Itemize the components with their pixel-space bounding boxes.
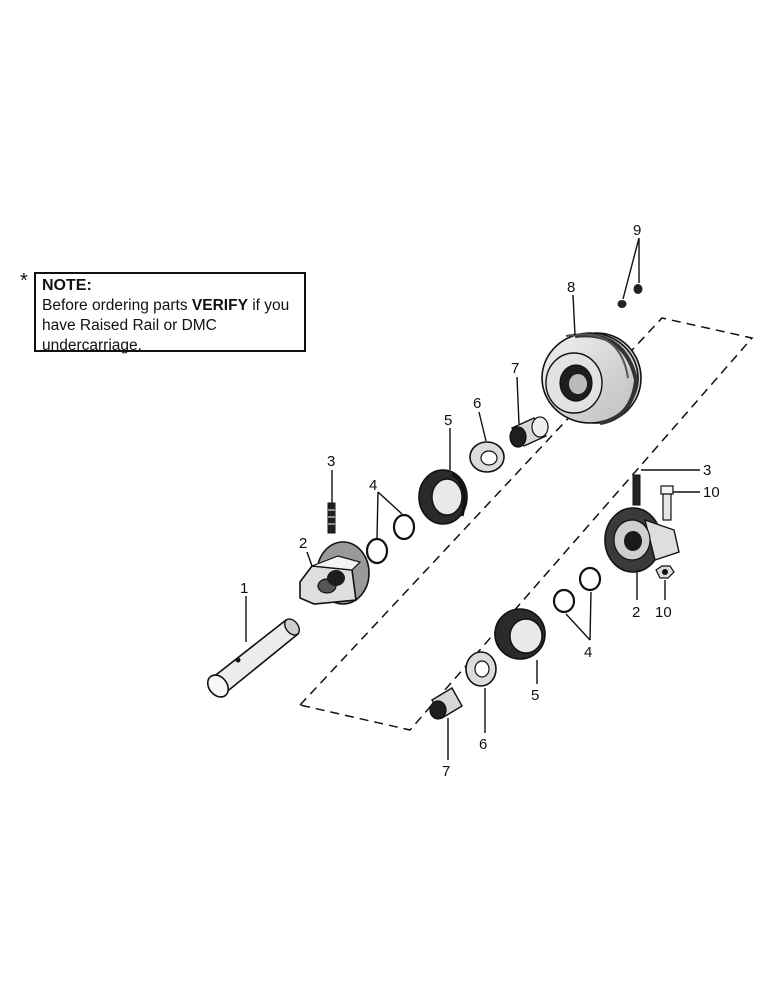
- callout-6-upper: 6: [473, 395, 481, 412]
- callout-7-lower: 7: [442, 763, 450, 780]
- note-title: NOTE:: [42, 277, 92, 294]
- callout-10-bolt: 10: [703, 484, 720, 501]
- callout-2-right: 2: [632, 604, 640, 621]
- seal-part-5-upper: [418, 469, 468, 525]
- dashed-assembly-outline: [298, 317, 754, 731]
- shaft-part-1: [206, 618, 300, 698]
- set-screw-part-3-right: [632, 474, 641, 506]
- note-asterisk: *: [20, 270, 28, 292]
- end-collar-part-2-left: [299, 541, 370, 605]
- washer-part-6-lower: [465, 651, 497, 687]
- bushing-part-7-lower: [429, 687, 463, 720]
- callout-4-upper: 4: [369, 477, 377, 494]
- callout-2-left: 2: [299, 535, 307, 552]
- callout-10-nut: 10: [655, 604, 672, 621]
- bushing-part-7-upper: [509, 416, 549, 448]
- note-box: NOTE: Before ordering parts VERIFY if yo…: [34, 272, 306, 354]
- note-text-emphasis: VERIFY: [191, 297, 248, 314]
- callout-3-right: 3: [703, 462, 711, 479]
- bolt-part-10: [660, 485, 674, 521]
- callout-leader-lines: [245, 237, 700, 760]
- callout-9: 9: [633, 222, 641, 239]
- o-rings-part-4-upper: [365, 513, 416, 565]
- nut-part-10: [655, 565, 675, 579]
- callout-5-upper: 5: [444, 412, 452, 429]
- roller-part-8: [541, 332, 642, 425]
- note-text-pre: Before ordering parts: [42, 297, 192, 314]
- callout-4-lower: 4: [584, 644, 592, 661]
- plugs-part-9: [617, 284, 643, 308]
- set-screw-part-3-left: [327, 502, 336, 534]
- callout-3-left: 3: [327, 453, 335, 470]
- end-collar-part-2-right: [604, 507, 680, 573]
- washer-part-6-upper: [469, 441, 505, 473]
- o-rings-part-4-lower: [552, 566, 602, 614]
- seal-part-5-lower: [494, 608, 546, 660]
- note-text: Before ordering parts VERIFY if you have…: [42, 296, 298, 356]
- callout-5-lower: 5: [531, 687, 539, 704]
- note-text-post: if you have Raised Rail or DMC undercarr…: [42, 297, 290, 354]
- callout-1: 1: [240, 580, 248, 597]
- callout-6-lower: 6: [479, 736, 487, 753]
- callout-7-upper: 7: [511, 360, 519, 377]
- callout-8: 8: [567, 279, 575, 296]
